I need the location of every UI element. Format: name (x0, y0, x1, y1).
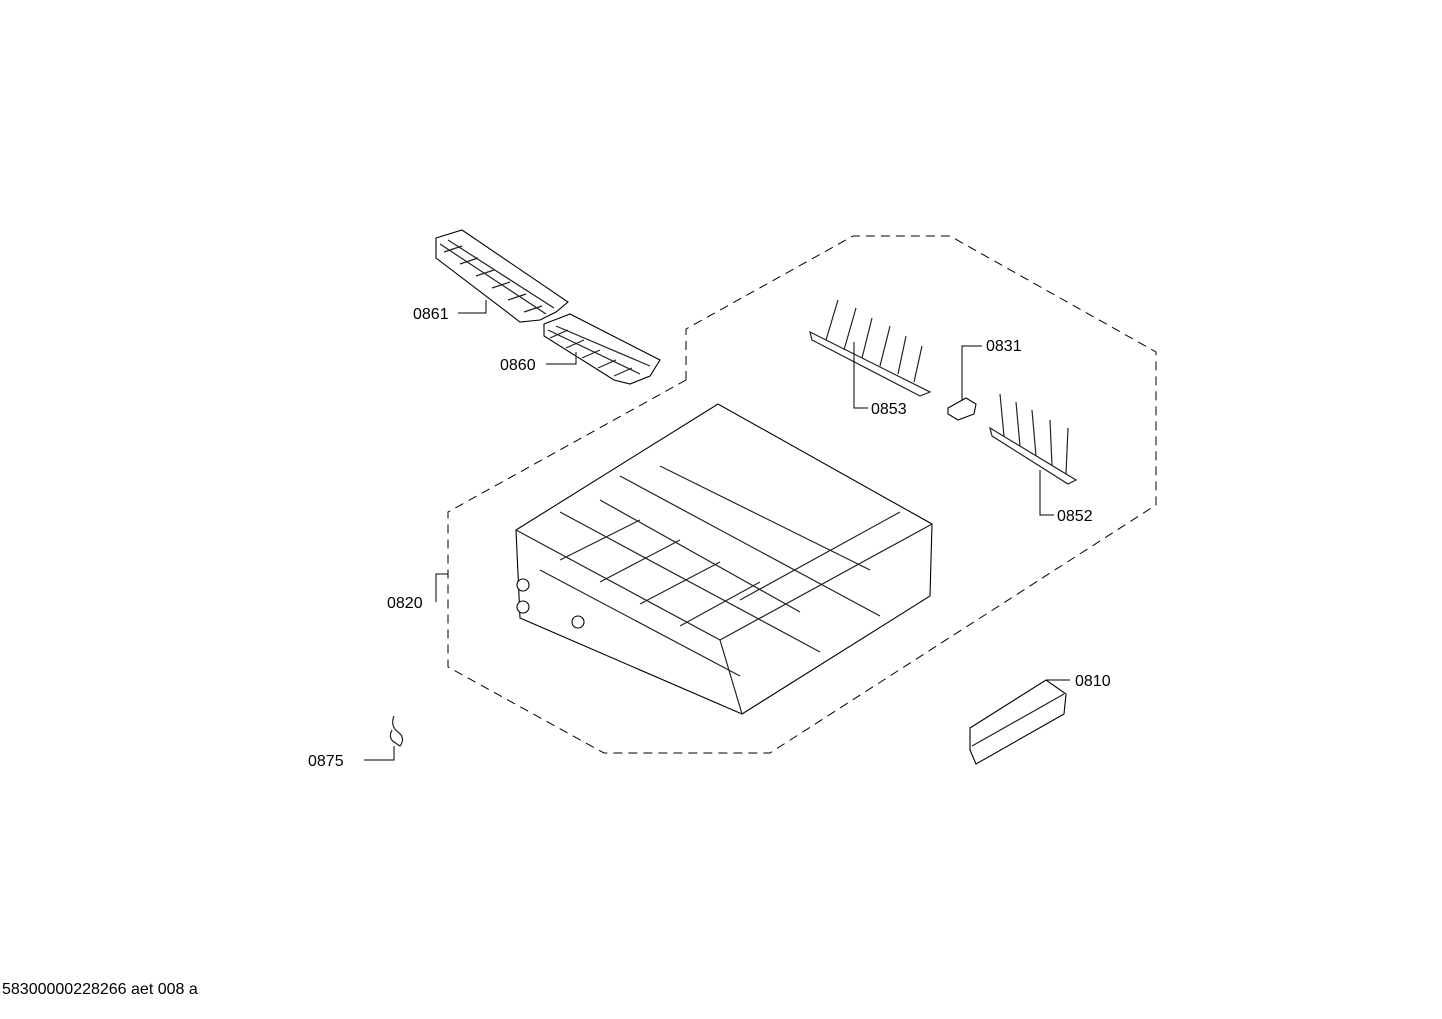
part-0820-shape (515, 403, 933, 715)
leader-0861 (458, 300, 487, 314)
leader-0852 (1039, 470, 1054, 516)
part-0861-shape (435, 229, 569, 323)
part-0831-shape (947, 397, 977, 421)
part-0810-shape (969, 679, 1067, 765)
label-0853: 0853 (871, 401, 907, 418)
part-0875-shape (389, 715, 404, 747)
leader-0820 (435, 573, 448, 602)
part-0853-shape (809, 299, 932, 397)
leader-0831 (961, 345, 982, 400)
label-0831: 0831 (986, 338, 1022, 355)
label-0860: 0860 (500, 357, 536, 374)
drawing-reference-number: 58300000228266 aet 008 a (2, 981, 198, 998)
label-0861: 0861 (413, 306, 449, 323)
part-0860-shape (543, 313, 661, 385)
part-0852-shape (989, 393, 1078, 485)
label-0820: 0820 (387, 595, 423, 612)
leader-0875 (364, 746, 395, 761)
label-0852: 0852 (1057, 508, 1093, 525)
assembly-boundary (447, 235, 1157, 754)
label-0810: 0810 (1075, 673, 1111, 690)
leader-0853 (853, 342, 868, 409)
label-0875: 0875 (308, 753, 344, 770)
leader-0860 (546, 352, 577, 365)
